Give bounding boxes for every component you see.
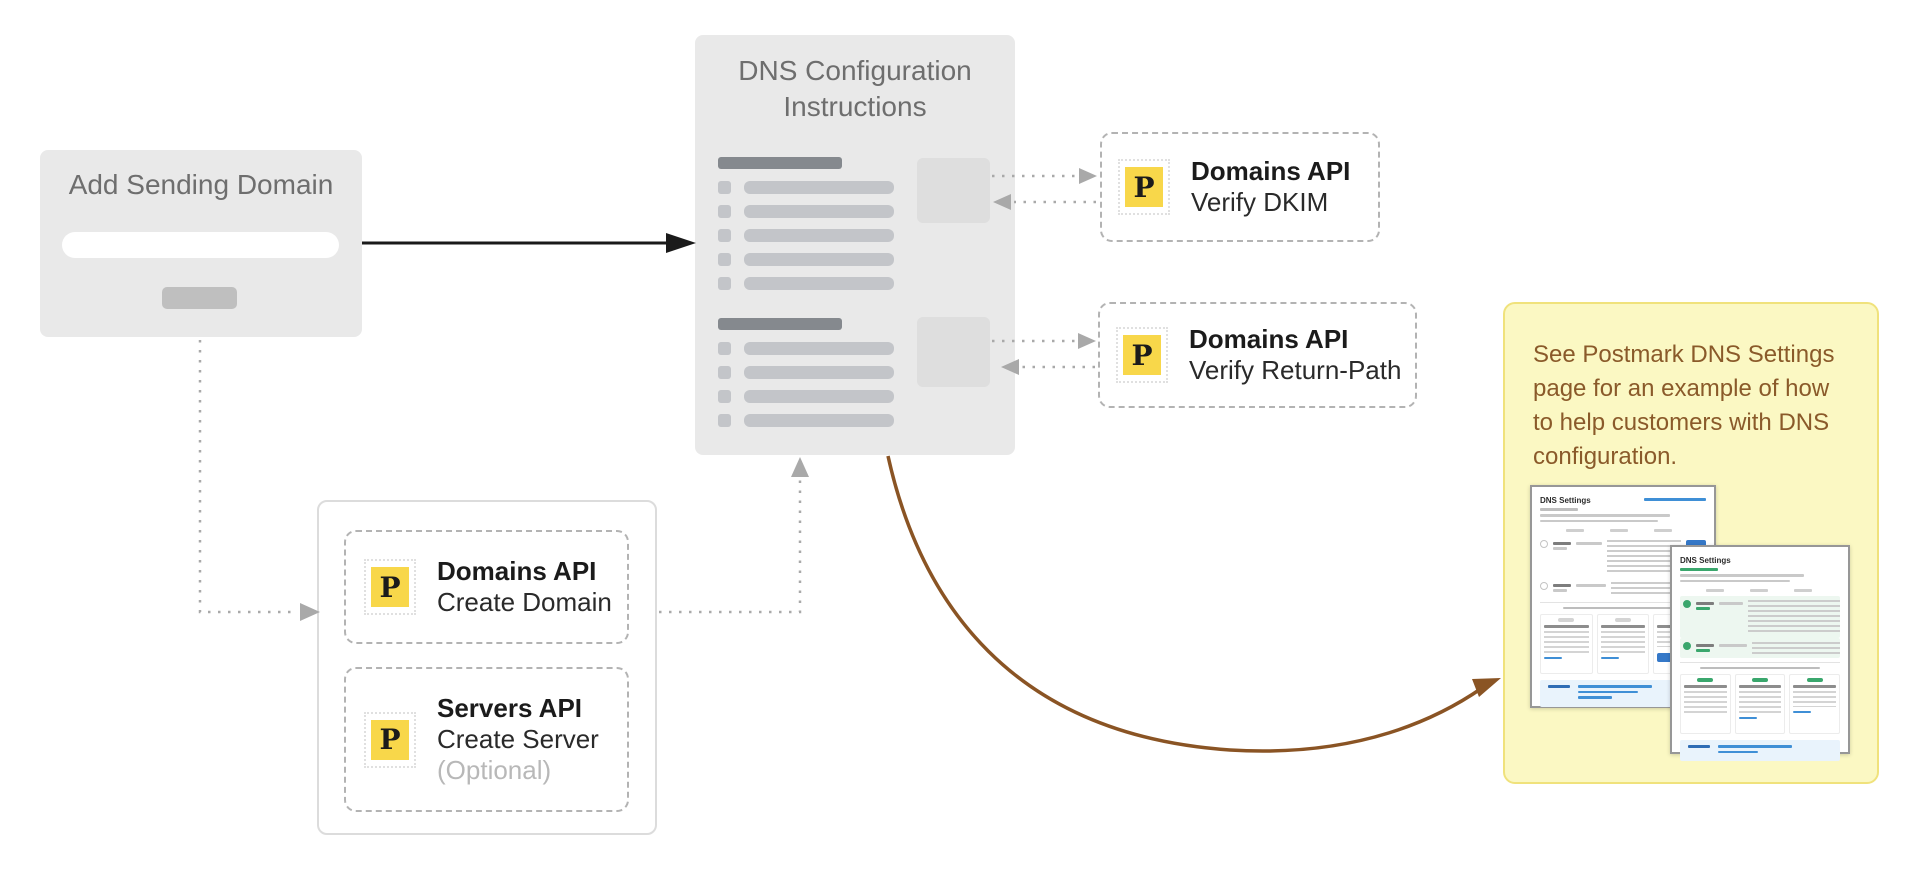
create-server-api-title: Servers API [437,693,583,723]
create-server-api-subtitle: Create Server [437,724,599,754]
skeleton-square [718,205,731,218]
skeleton-bar [744,229,894,242]
dns-configuration-instructions-box: DNS Configuration Instructions [695,35,1015,455]
skeleton-bar [744,205,894,218]
verify-dkim-labels: Domains API Verify DKIM [1191,156,1350,218]
arrow-add-to-create-domain [198,340,298,614]
arrow-dns-to-verify-dkim-head [1079,168,1097,184]
create-server-api-box: P Servers API Create Server (Optional) [344,667,629,812]
dkim-record-rows-placeholder [718,181,894,301]
postmark-stamp-icon: P [364,559,416,615]
dns-settings-note: See Postmark DNS Settings page for an ex… [1503,302,1879,784]
create-domain-api-subtitle: Create Domain [437,587,612,617]
arrow-create-domain-to-dns-head [791,457,809,477]
skeleton-row [718,342,894,355]
return-path-row-verified [1680,637,1840,658]
skeleton-square [718,277,731,290]
postmark-stamp-icon: P [1118,159,1170,215]
return-path-record-heading-placeholder [718,318,842,330]
dns-settings-thumbnail-verified: DNS Settings [1670,545,1850,761]
return-path-value-placeholder [917,317,990,387]
thumbnail-title: DNS Settings [1680,556,1731,565]
skeleton-row [718,253,894,266]
create-server-optional-note: (Optional) [437,755,552,785]
skeleton-square [718,366,731,379]
skeleton-row [718,181,894,194]
skeleton-square [718,342,731,355]
add-sending-domain-box: Add Sending Domain [40,150,362,337]
api-setup-container: P Domains API Create Domain P Servers AP… [317,500,657,835]
create-domain-api-box: P Domains API Create Domain [344,530,629,644]
skeleton-square [718,253,731,266]
skeleton-bar [744,277,894,290]
verify-return-path-api-title: Domains API [1189,324,1349,354]
postmark-stamp-icon: P [1116,327,1168,383]
skeleton-bar [744,342,894,355]
skeleton-bar [744,366,894,379]
skeleton-bar [744,253,894,266]
skeleton-bar [744,414,894,427]
note-text: See Postmark DNS Settings page for an ex… [1533,341,1835,470]
postmark-stamp-icon: P [364,711,416,768]
verify-return-path-api-box: P Domains API Verify Return-Path [1098,302,1417,408]
thumbnail-domain-placeholder [1540,508,1578,511]
dkim-row-verified [1680,595,1840,638]
skeleton-row [718,414,894,427]
dkim-row [1540,536,1706,578]
skeleton-row [718,390,894,403]
skeleton-square [718,181,731,194]
dkim-value-placeholder [917,158,990,223]
skeleton-square [718,414,731,427]
create-domain-api-title: Domains API [437,556,597,586]
verify-dkim-api-title: Domains API [1191,156,1351,186]
arrow-dns-to-verify-return-path-head [1078,333,1096,349]
arrow-dns-to-note-head [1472,678,1501,697]
thumbnail-link-placeholder [1644,498,1706,501]
verify-return-path-api-subtitle: Verify Return-Path [1189,355,1402,385]
skeleton-bar [744,181,894,194]
skeleton-row [718,205,894,218]
skeleton-square [718,390,731,403]
skeleton-square [718,229,731,242]
verify-return-path-labels: Domains API Verify Return-Path [1189,324,1401,386]
skeleton-row [718,366,894,379]
submit-button-placeholder [162,287,237,309]
domain-input-placeholder [62,232,339,258]
skeleton-row [718,277,894,290]
create-server-labels: Servers API Create Server (Optional) [437,693,599,786]
dns-instructions-title: DNS Configuration Instructions [738,55,972,122]
verify-dkim-api-subtitle: Verify DKIM [1191,187,1329,217]
add-sending-domain-title: Add Sending Domain [68,169,334,200]
arrow-dns-to-note [886,455,1483,753]
create-domain-labels: Domains API Create Domain [437,556,612,618]
return-path-record-rows-placeholder [718,342,894,438]
dkim-record-heading-placeholder [718,157,842,169]
arrow-create-domain-to-dns [659,480,802,614]
thumbnail-title: DNS Settings [1540,496,1591,505]
verify-button-placeholder [1686,539,1706,549]
skeleton-bar [744,390,894,403]
skeleton-row [718,229,894,242]
arrow-add-to-dns-head [666,233,696,253]
verify-dkim-api-box: P Domains API Verify DKIM [1100,132,1380,242]
